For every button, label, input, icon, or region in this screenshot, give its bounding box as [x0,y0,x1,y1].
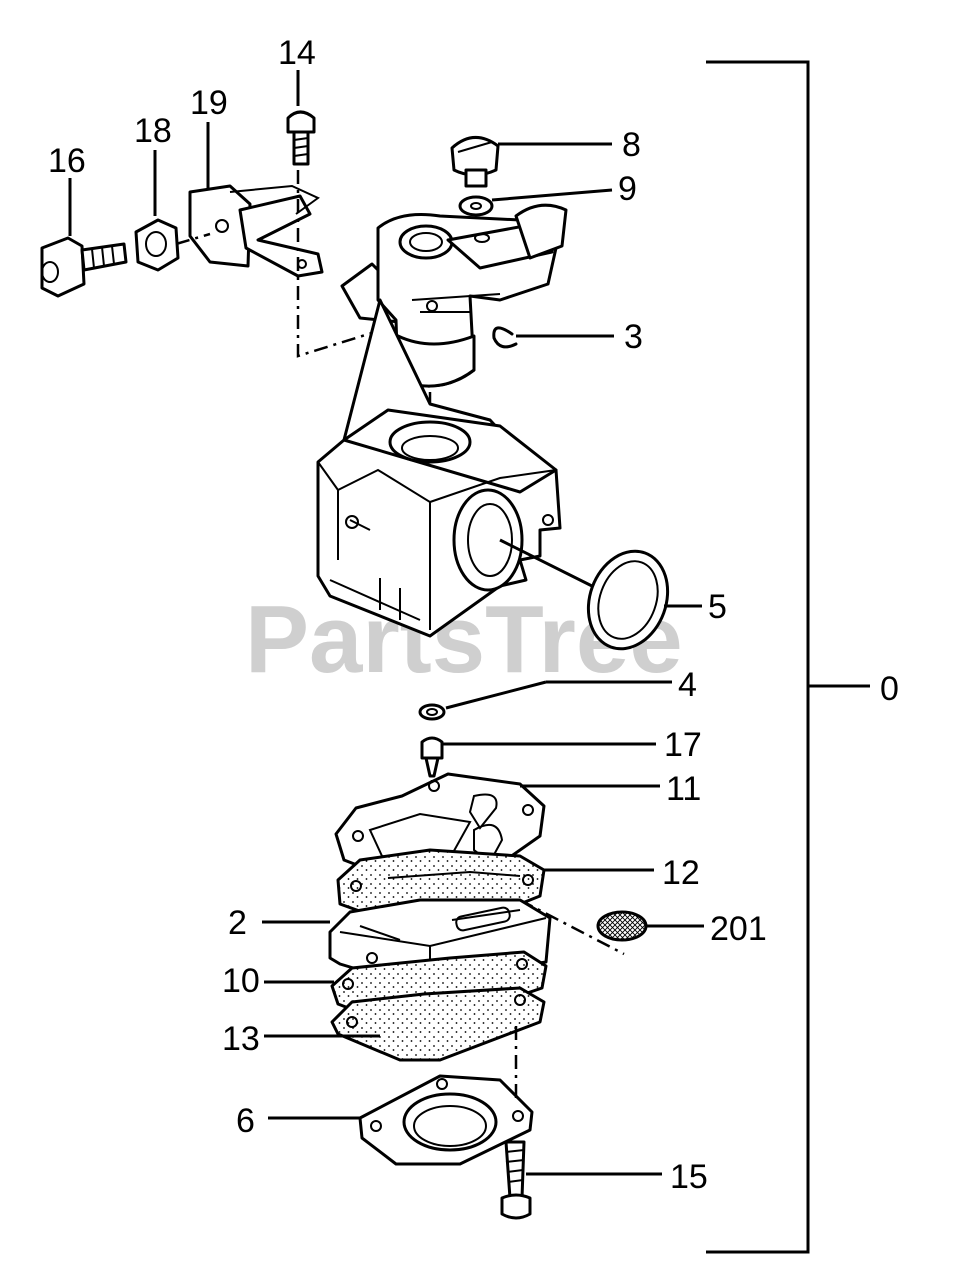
callout-2: 2 [228,904,247,942]
part-19-lever-bracket [188,122,324,278]
callout-0: 0 [880,670,899,708]
part-8-adjust-screw [450,136,612,188]
callout-16: 16 [48,142,86,180]
callout-3: 3 [624,318,643,356]
callout-5: 5 [708,588,727,626]
callout-18: 18 [134,112,172,150]
part-14-screw [286,70,316,166]
part-201-filter-screen [596,910,704,942]
callout-201: 201 [710,910,767,948]
callout-12: 12 [662,854,700,892]
callout-4: 4 [678,666,697,704]
carburetor-main-body [316,298,562,638]
throttle-body-upper [340,203,568,388]
part-9-washer [458,188,613,217]
assembly-bracket [706,60,870,1254]
callout-14: 14 [278,34,316,72]
part-3-e-clip [492,326,614,349]
part-5-seal-ring [499,538,702,651]
part-13-pump-diaphragm [264,986,546,1062]
callout-8: 8 [622,126,641,164]
callout-17: 17 [664,726,702,764]
part-16-hose-fitting [40,178,128,298]
part-4-o-ring [418,680,672,721]
callout-10: 10 [222,962,260,1000]
callout-11: 11 [666,770,701,808]
callout-9: 9 [618,170,637,208]
callout-19: 19 [190,84,228,122]
part-6-pump-cover [268,1074,534,1166]
part-15-screw [500,1026,662,1220]
callout-13: 13 [222,1020,260,1058]
callout-6: 6 [236,1102,255,1140]
callout-labels: 0 2 3 4 5 6 8 9 10 11 12 13 14 15 16 17 … [48,34,899,1196]
callout-15: 15 [670,1158,708,1196]
part-18-nut [134,150,180,272]
